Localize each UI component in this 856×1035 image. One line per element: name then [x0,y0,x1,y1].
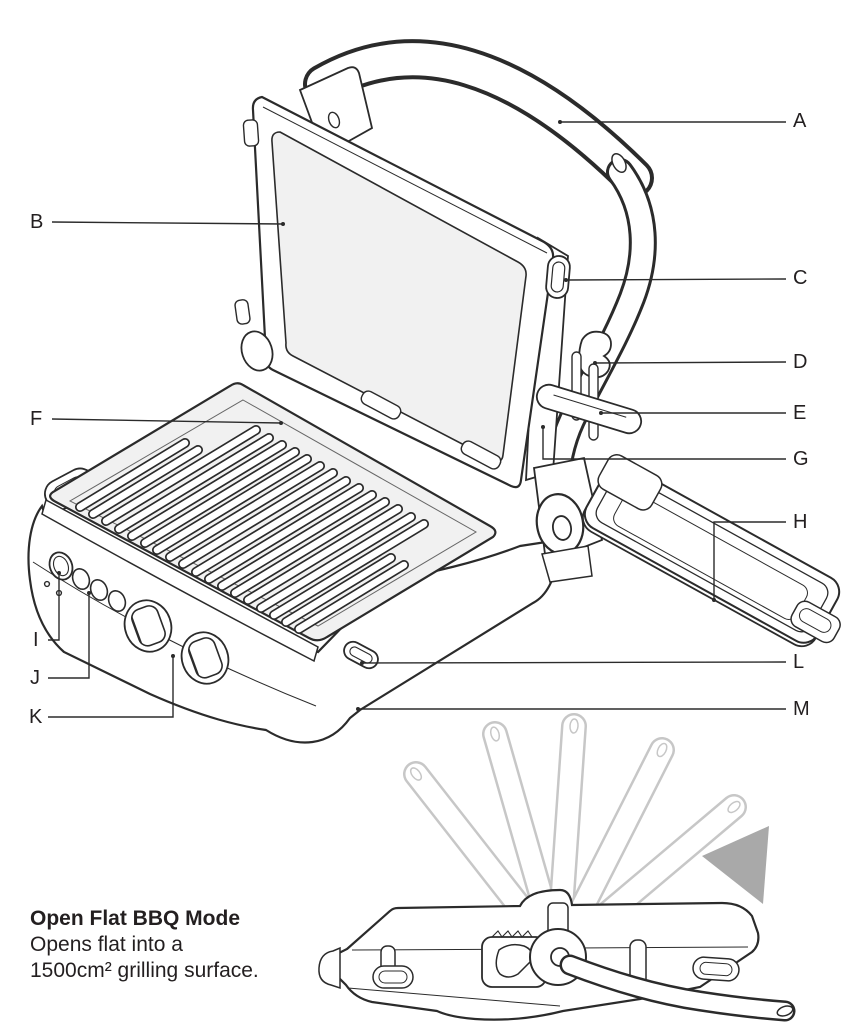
selector-button[interactable] [106,588,129,613]
callout-label-d: D [793,351,808,373]
control-panel [43,549,235,691]
hinge-assembly [533,456,604,583]
plate-release-button [545,255,571,299]
callout-label-c: C [793,267,808,289]
leader-lines [48,121,787,718]
callout-label-i: I [33,629,39,651]
callout-label-l: L [793,651,805,673]
dial-knob[interactable] [117,594,178,659]
bottom-grill-plate [49,382,497,642]
caption-line1: Opens flat into a [30,933,183,956]
callout-label-g: G [793,448,809,470]
leader-dots [57,120,716,711]
lid-arm [542,152,657,510]
callout-label-k: K [29,706,43,728]
callout-label-m: M [793,698,810,720]
open-flat-illustration [318,713,796,1022]
caption-line2: 1500cm² grilling surface. [30,959,259,982]
callout-label-j: J [30,667,40,689]
grill-ribs [76,426,428,633]
bottom-plate-rim [41,498,319,663]
lid-handle [303,39,654,198]
power-button[interactable] [46,549,77,583]
caption-heading: Open Flat BBQ Mode [30,907,240,930]
open-flat-caption: Open Flat BBQ Mode Opens flat into a 150… [30,906,259,984]
callout-label-e: E [793,402,807,424]
callout-label-a: A [793,110,807,132]
handle-motion-ghosts [403,713,747,933]
motion-arrow [702,826,769,904]
top-plate [234,95,555,489]
callout-label-b: B [30,211,44,233]
drip-tray [582,454,841,648]
left-hinge-knuckle [240,330,274,372]
selector-button[interactable] [88,577,111,602]
indicator-led [43,580,51,588]
callout-label-h: H [793,511,808,533]
flat-handle-down [559,954,796,1022]
dial-knob[interactable] [174,626,235,691]
callout-label-f: F [30,408,43,430]
selector-button[interactable] [70,566,93,591]
